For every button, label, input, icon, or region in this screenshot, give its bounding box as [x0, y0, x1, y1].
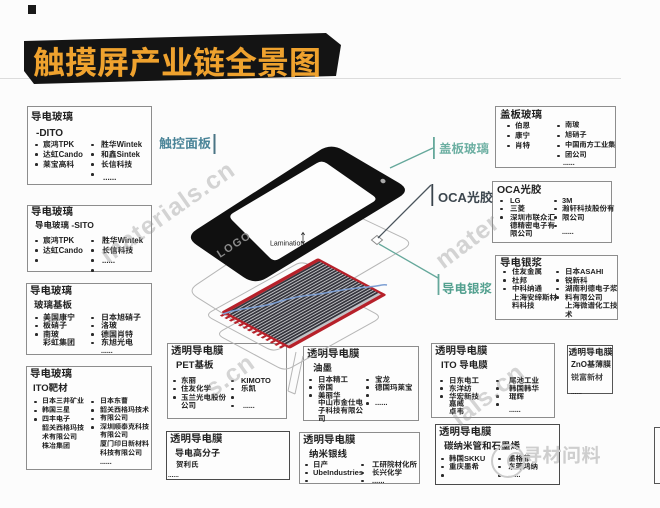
svg-text:Lamination: Lamination	[270, 239, 304, 249]
